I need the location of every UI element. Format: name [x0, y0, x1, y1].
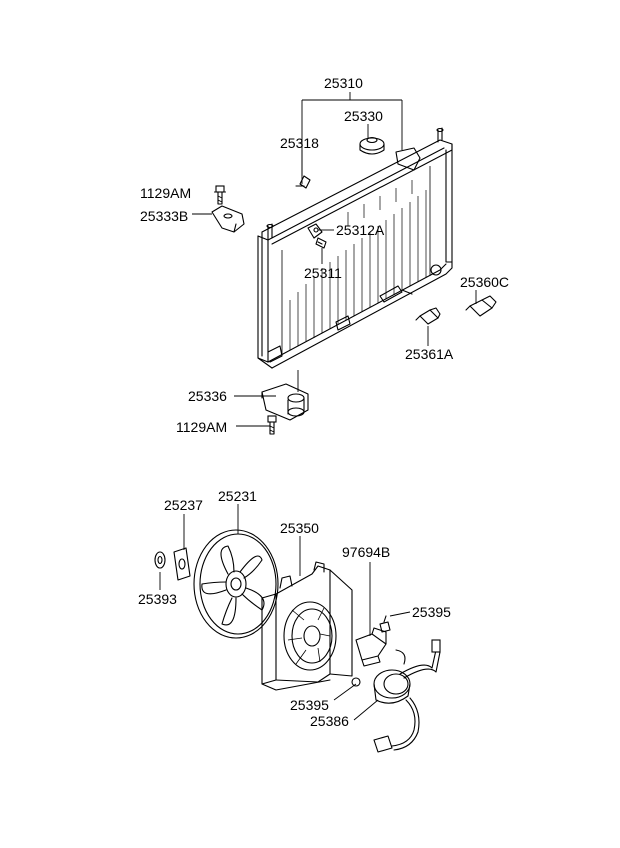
sensor-25312a: [307, 223, 323, 239]
hose-clip-25318: [295, 175, 311, 189]
washer-plate-25237: [173, 547, 191, 581]
label-25310: 25310: [324, 75, 363, 91]
fan-shroud-25350: [261, 561, 353, 691]
nut-25393: [154, 551, 166, 569]
screw-25311: [315, 237, 327, 249]
radiator-core-fins: [289, 180, 427, 350]
label-25237: 25237: [164, 497, 203, 513]
mount-insulator-25336: [261, 383, 309, 421]
sensor-25361a: [415, 307, 441, 325]
label-25330: 25330: [344, 108, 383, 124]
bracket-25333b: [211, 205, 245, 233]
bolt-1129am-top: [215, 185, 225, 205]
screw-25395-top: [379, 615, 391, 633]
label-25360c: 25360C: [460, 274, 509, 290]
fan-blade-25231: [193, 529, 279, 639]
radiator-assembly: [257, 127, 453, 369]
label-25386: 25386: [310, 713, 349, 729]
label-1129am-top: 1129AM: [140, 185, 191, 201]
label-1129am-bottom: 1129AM: [176, 419, 227, 435]
label-25231: 25231: [218, 488, 257, 504]
plug-25360c: [465, 295, 497, 317]
label-25336: 25336: [188, 388, 227, 404]
label-25350: 25350: [280, 520, 319, 536]
label-25318: 25318: [280, 135, 319, 151]
label-25395-top: 25395: [412, 604, 451, 620]
bolt-1129am-bottom: [267, 415, 277, 435]
leader-lines: [159, 92, 477, 721]
screw-25395-bottom: [351, 677, 361, 687]
label-25312a: 25312A: [336, 222, 385, 238]
label-25333b: 25333B: [140, 208, 188, 224]
resistor-97694b: [355, 627, 387, 667]
label-25393: 25393: [138, 591, 177, 607]
label-25361a: 25361A: [405, 346, 454, 362]
label-97694b: 97694B: [342, 544, 390, 560]
fan-motor-25386: [373, 639, 441, 753]
label-25311: 25311: [304, 265, 342, 281]
radiator-cap: [359, 136, 385, 155]
label-25395-bottom: 25395: [290, 697, 329, 713]
part-labels: 25310 25330 25318 1129AM 25333B 25312A 2…: [138, 75, 509, 729]
